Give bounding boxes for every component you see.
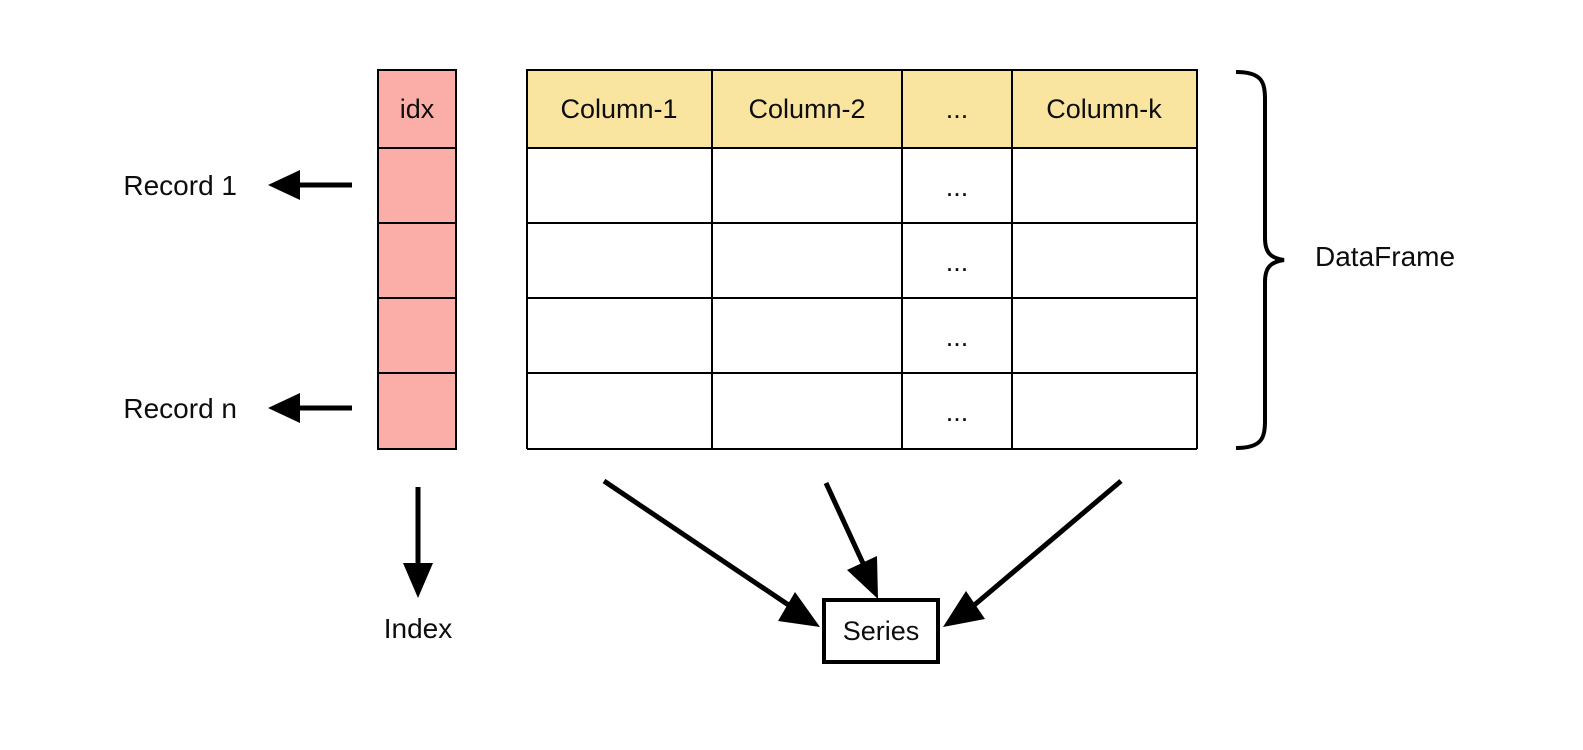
index-cell-1 <box>377 147 457 224</box>
table-cell-ellipsis-row1: ... <box>946 172 969 202</box>
table-header-cell-2-hit <box>712 70 902 148</box>
dataframe-label: DataFrame <box>1315 241 1455 272</box>
series-arrow-left-line <box>602 478 795 611</box>
table-body-row-1 <box>527 148 1197 223</box>
series-arrow-middle-head <box>847 556 878 599</box>
index-bottom-label: Index <box>384 613 453 644</box>
table-body-row-4 <box>527 373 1197 449</box>
table-header-cell-1-hit <box>527 70 712 148</box>
index-cell-2 <box>377 222 457 299</box>
series-arrow-right-line <box>970 479 1123 609</box>
record-1-arrow-head <box>268 170 300 200</box>
index-cell-3 <box>377 297 457 374</box>
table-cell-ellipsis-row2: ... <box>946 247 969 277</box>
table-header-cell-3-hit <box>902 70 1012 148</box>
table-cell-ellipsis-row3: ... <box>946 322 969 352</box>
series-box-hit <box>824 600 938 662</box>
dataframe-brace-icon <box>1235 70 1285 450</box>
dataframe-brace-group: DataFrame <box>1235 70 1455 450</box>
index-arrow-head <box>403 563 433 598</box>
index-header-cell-hit <box>378 70 456 148</box>
record-annotations-group: Record 1 Record n <box>123 170 352 424</box>
series-arrow-left-head <box>778 592 820 627</box>
table-body-row-2 <box>527 223 1197 298</box>
series-arrow-right-head <box>943 591 985 627</box>
record-n-arrow-head <box>268 393 300 423</box>
table-header-cell-4-hit <box>1012 70 1197 148</box>
table-cell-ellipsis-row4: ... <box>946 397 969 427</box>
table-body-row-3 <box>527 298 1197 373</box>
series-arrow-middle-line <box>823 481 870 574</box>
index-annotation-group: Index <box>384 487 453 644</box>
record-1-label: Record 1 <box>123 170 237 201</box>
record-n-label: Record n <box>123 393 237 424</box>
index-cell-4 <box>377 372 457 450</box>
